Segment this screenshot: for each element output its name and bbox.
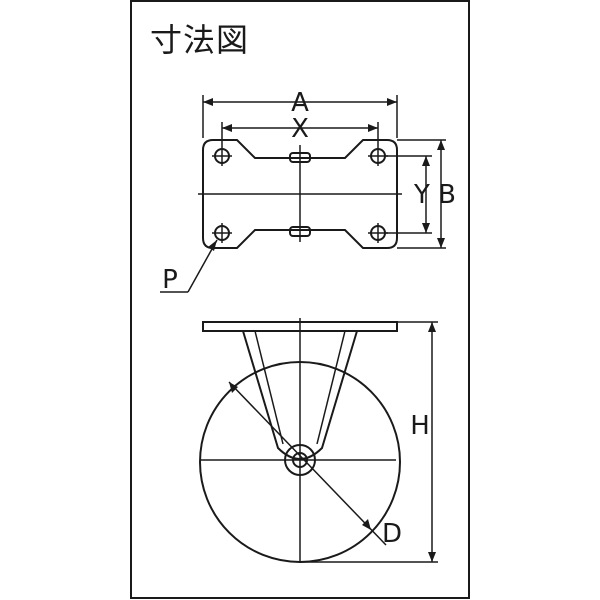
label-p: P: [162, 265, 178, 295]
label-y: Y: [413, 180, 430, 210]
dimension-x: [221, 122, 379, 146]
dimension-p-leader: [160, 239, 218, 293]
top-view-centerlines: [198, 145, 402, 243]
dimension-y: [386, 155, 432, 234]
dimension-b: [397, 139, 446, 249]
drawing-title: 寸法図: [150, 21, 250, 59]
side-view-centerlines: [200, 318, 396, 562]
top-plate-outline: [202, 139, 398, 249]
label-h: H: [410, 411, 430, 441]
label-b: B: [438, 180, 456, 210]
drawing-border: [130, 0, 470, 599]
label-d: D: [382, 519, 402, 549]
dimension-d: [228, 381, 387, 546]
label-x: X: [291, 114, 309, 144]
dimension-h: [300, 321, 438, 563]
dimension-a: [202, 95, 398, 138]
label-a: A: [291, 88, 309, 118]
